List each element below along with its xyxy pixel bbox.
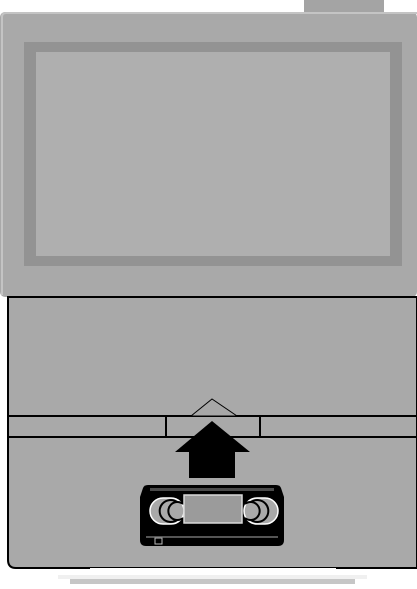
cassette-window xyxy=(184,495,242,523)
tv-stand xyxy=(58,568,367,584)
tv-screen xyxy=(36,52,390,256)
top-tab xyxy=(304,0,384,12)
vhs-cassette-icon xyxy=(140,485,284,546)
right-reel xyxy=(244,498,278,524)
left-reel xyxy=(150,498,184,524)
